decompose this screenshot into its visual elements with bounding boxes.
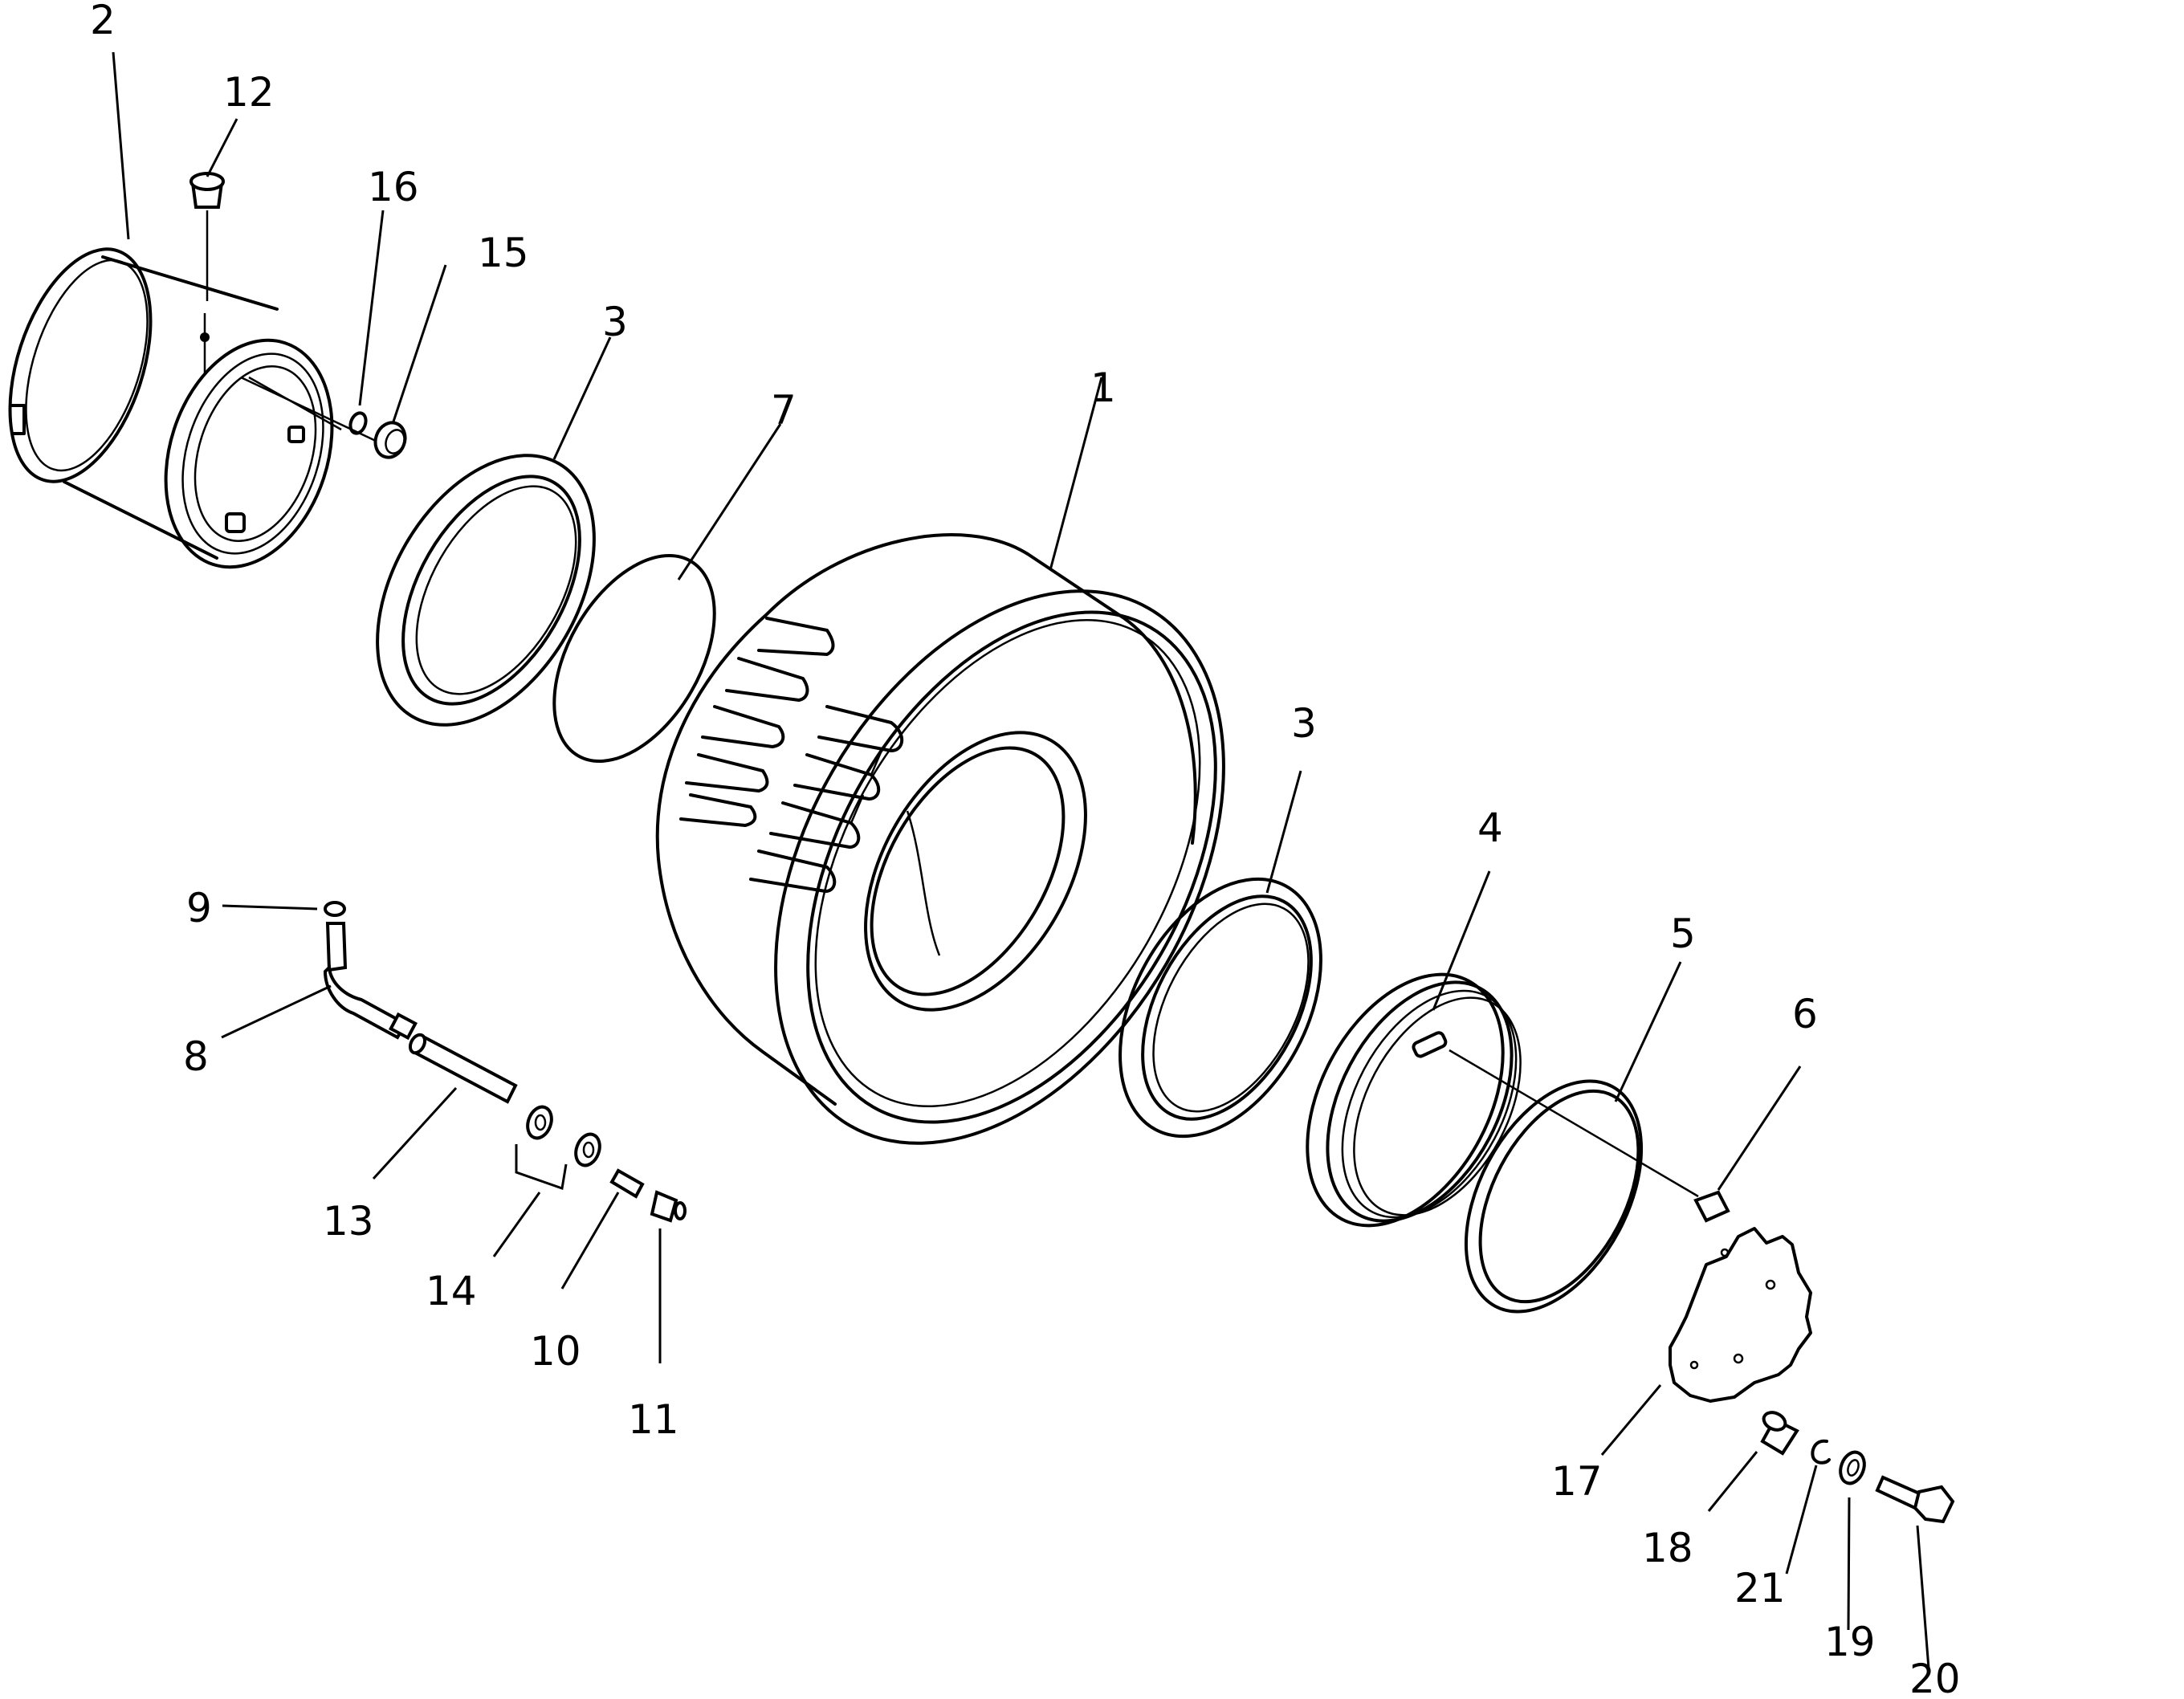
callout-17: 17 — [1551, 1458, 1603, 1505]
callout-6: 6 — [1792, 991, 1818, 1037]
side-ring-part-4 — [1306, 972, 1699, 1228]
callout-13: 13 — [323, 1198, 374, 1245]
valve-cap-part-11 — [650, 1190, 687, 1223]
callout-9: 9 — [186, 885, 212, 931]
callout-21: 21 — [1734, 1565, 1786, 1611]
washer-part-19 — [1839, 1450, 1866, 1485]
callout-20: 20 — [1909, 1656, 1961, 1699]
rim-part-2 — [8, 247, 378, 569]
bolt-part-20 — [1875, 1475, 1955, 1524]
plug-part-15 — [373, 421, 407, 459]
callout-8: 8 — [183, 1033, 209, 1080]
o-ring-part-7 — [552, 554, 716, 763]
plate-part-17 — [1669, 1227, 1812, 1403]
callout-19: 19 — [1824, 1619, 1876, 1665]
callout-18: 18 — [1642, 1525, 1693, 1571]
leader-lines — [112, 51, 1930, 1669]
tube-part-13 — [408, 1033, 518, 1104]
callout-5: 5 — [1670, 911, 1696, 957]
callout-7: 7 — [771, 387, 797, 434]
callout-15: 15 — [478, 230, 529, 276]
callout-3b: 3 — [1291, 700, 1317, 747]
valve-core-part-10 — [609, 1168, 645, 1199]
callout-labels: 1 2 3 3 4 5 6 7 8 9 10 11 12 13 14 15 16… — [90, 0, 1961, 1699]
callout-3a: 3 — [602, 299, 628, 345]
callout-16: 16 — [368, 164, 419, 210]
spacer-part-18 — [1760, 1411, 1799, 1456]
callout-10: 10 — [530, 1328, 581, 1375]
tire-part-1 — [655, 533, 1225, 1145]
callout-11: 11 — [628, 1396, 679, 1443]
callout-2: 2 — [90, 0, 116, 43]
seat-ring-part-3-right — [1118, 877, 1322, 1139]
cap-part-12 — [189, 172, 225, 301]
block-part-6 — [1693, 1190, 1730, 1223]
callout-12: 12 — [223, 69, 275, 116]
elbow-valve-part-8 — [323, 922, 418, 1041]
callout-1: 1 — [1090, 365, 1116, 411]
callout-14: 14 — [426, 1268, 477, 1314]
o-ring-part-9 — [324, 901, 346, 917]
callout-4: 4 — [1477, 805, 1503, 851]
seat-ring-part-3-left — [376, 454, 596, 727]
lock-ring-part-5 — [1464, 1079, 1644, 1314]
snap-ring-part-21 — [1811, 1439, 1831, 1465]
o-ring-part-16 — [348, 411, 368, 435]
washer-part-14 — [515, 1105, 601, 1191]
